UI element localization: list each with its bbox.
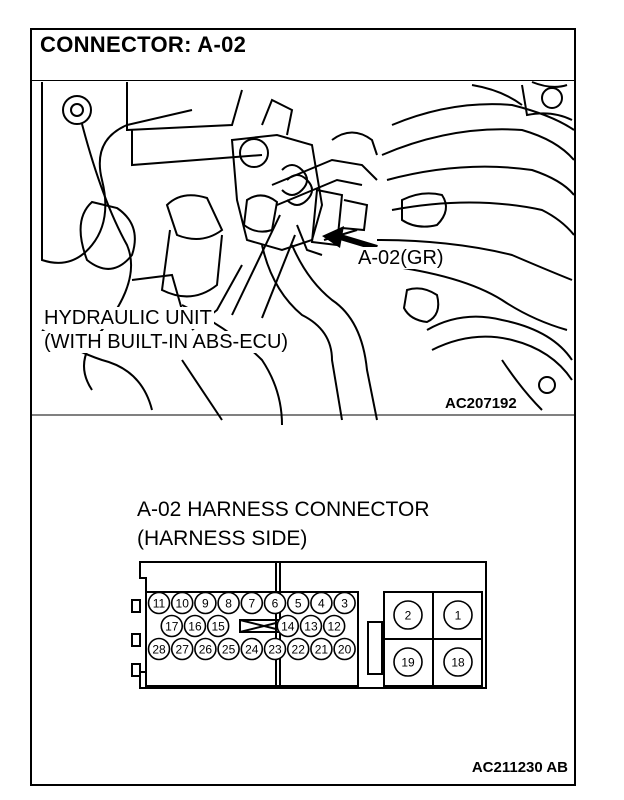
pin-2: 2 [405,609,412,623]
pin-26: 26 [199,643,213,657]
pin-8-circle [217,591,240,615]
pin-15-circle [206,614,230,638]
figure-frame: CONNECTOR: A-02 [30,28,576,786]
pin-9: 9 [202,597,209,611]
pin-24-circle [240,637,264,661]
pin-1: 1 [455,609,462,623]
pin-3-circle [333,591,356,615]
hydraulic-unit-label: HYDRAULIC UNIT [42,307,214,329]
pin-25: 25 [222,643,236,657]
pin-5: 5 [295,597,302,611]
pin-9-circle [194,591,217,615]
pin-27: 27 [176,643,190,657]
pin-8: 8 [225,597,232,611]
pin-10: 10 [176,597,190,611]
pin-12-circle [322,614,346,638]
pin-26-circle [194,637,217,661]
pin-17: 17 [165,620,179,634]
connector-title-line2: (HARNESS SIDE) [137,527,308,550]
pin-17-circle [160,614,184,638]
pin-13-circle [299,614,323,638]
pin-14: 14 [281,620,295,634]
pin-4-circle [310,591,333,615]
pin-28-circle [147,637,171,661]
pin-7-circle [240,591,264,615]
pin-16: 16 [188,620,202,634]
pin-13: 13 [304,620,318,634]
photo-figure-code: AC207192 [443,395,519,412]
pin-20-circle [333,637,356,661]
pin-16-circle [183,614,207,638]
pin-5-circle [286,591,310,615]
pin-21: 21 [315,643,329,657]
pin-6: 6 [272,597,279,611]
pin-3: 3 [341,597,348,611]
pin-28: 28 [152,643,166,657]
pin-27-circle [170,637,194,661]
pin-12: 12 [327,620,341,634]
pin-25-circle [217,637,240,661]
pin-11-circle [147,591,171,615]
pin-18: 18 [451,656,465,670]
pin-19-circle [393,647,423,677]
pin-7: 7 [248,597,255,611]
pin-21-circle [310,637,333,661]
engine-illustration [32,81,574,426]
hydraulic-unit-sublabel: (WITH BUILT-IN ABS-ECU) [42,331,291,353]
pin-22: 22 [292,643,306,657]
pin-19: 19 [401,656,415,670]
pin-20: 20 [338,643,352,657]
connector-title-line1: A-02 HARNESS CONNECTOR [137,498,430,521]
connector-a02-label: A-02(GR) [356,247,446,269]
title-divider [32,80,574,81]
pin-24: 24 [245,643,259,657]
pin-15: 15 [211,620,225,634]
pin-23-circle [263,637,287,661]
pin-2-circle [393,600,423,630]
connector-title: A-02 HARNESS CONNECTOR (HARNESS SIDE) [137,495,430,553]
pin-1-circle [443,600,473,630]
page-title: CONNECTOR: A-02 [40,32,247,57]
pin-10-circle [170,591,194,615]
pin-6-circle [263,591,287,615]
pin-23: 23 [268,643,282,657]
pin-22-circle [286,637,310,661]
pin-4: 4 [318,597,325,611]
figure-code-bottom: AC211230 AB [471,759,568,776]
pin-14-circle [276,614,300,638]
pin-18-circle [443,647,473,677]
pin-11: 11 [153,597,166,611]
